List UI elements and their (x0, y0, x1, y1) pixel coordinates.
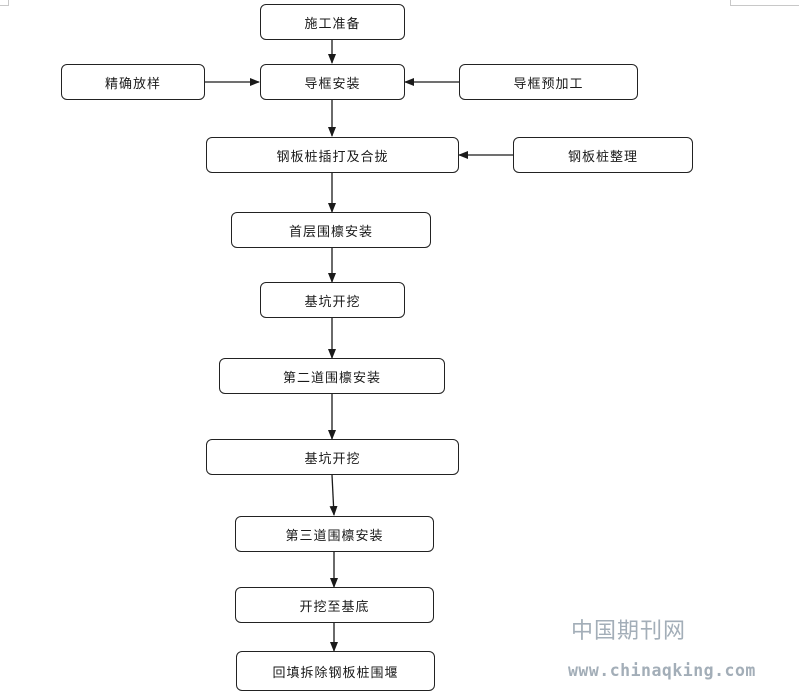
step-backfill-remove-cofferdam: 回填拆除钢板桩围堰 (236, 651, 435, 691)
input-guide-frame-prefab: 导框预加工 (459, 64, 638, 100)
page-corner-mark (730, 0, 799, 6)
input-precise-layout: 精确放样 (61, 64, 205, 100)
step-construction-prep: 施工准备 (260, 4, 405, 40)
watermark-site-name: 中国期刊网 (571, 619, 687, 644)
step-third-purlin-install: 第三道围檩安装 (235, 516, 434, 552)
step-guide-frame-install: 导框安装 (260, 64, 405, 100)
step-pit-excavation-2: 基坑开挖 (206, 439, 459, 475)
step-first-purlin-install: 首层围檩安装 (231, 212, 431, 248)
step-second-purlin-install: 第二道围檩安装 (219, 358, 445, 394)
step-excavate-to-base: 开挖至基底 (235, 587, 434, 623)
watermark-url: www.chinaqking.com (568, 661, 756, 680)
arrow-step6-to-step7 (329, 474, 338, 516)
page-corner-mark (0, 0, 9, 6)
step-pit-excavation-1: 基坑开挖 (260, 282, 405, 318)
step-sheet-pile-driving: 钢板桩插打及合拢 (206, 137, 459, 173)
input-sheet-pile-sorting: 钢板桩整理 (513, 137, 693, 173)
